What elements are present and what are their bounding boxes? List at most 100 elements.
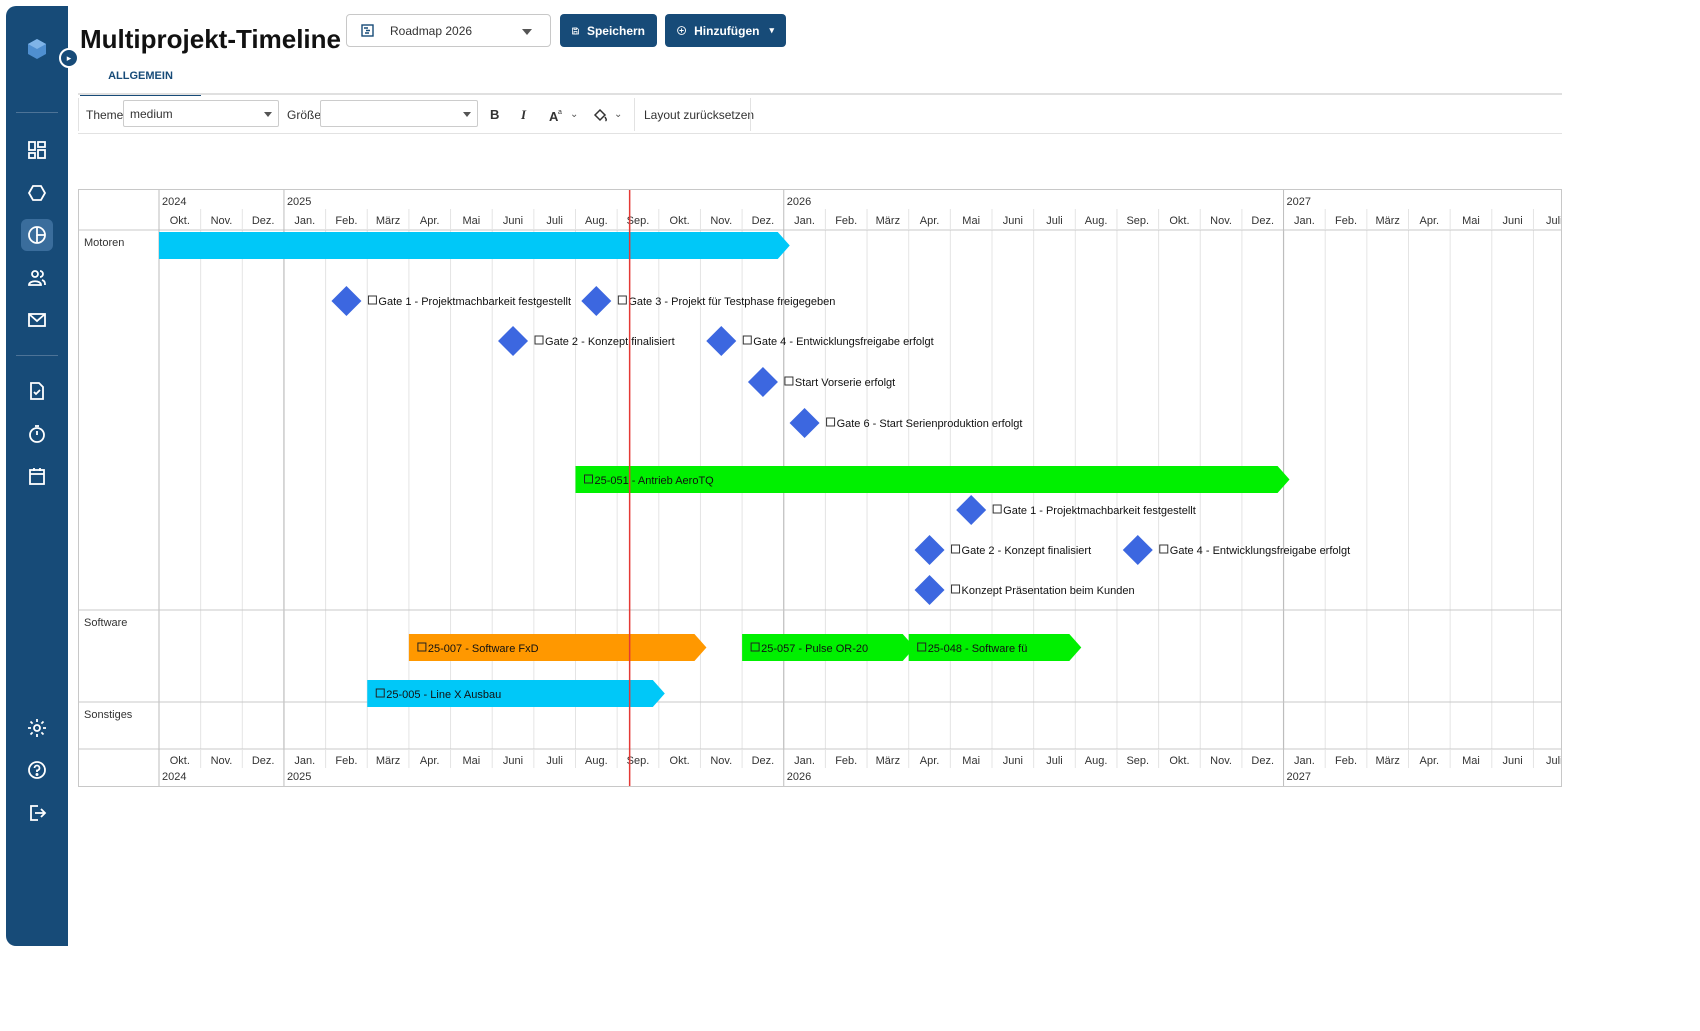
month-label: Dez.: [252, 215, 275, 227]
year-label: 2025: [287, 196, 311, 208]
milestone-label: Gate 4 - Entwicklungsfreigabe erfolgt: [1170, 545, 1350, 557]
month-label: März: [376, 755, 400, 767]
year-label: 2027: [1287, 196, 1311, 208]
bold-button[interactable]: B: [490, 107, 500, 122]
sidebar-toggle-button[interactable]: ▸: [59, 48, 79, 68]
external-link-icon: [417, 642, 427, 652]
month-label: Apr.: [920, 215, 940, 227]
month-label: Okt.: [670, 215, 690, 227]
month-label: Sep.: [627, 215, 650, 227]
month-label: Aug.: [585, 215, 608, 227]
stopwatch-icon[interactable]: [21, 418, 53, 450]
italic-button[interactable]: I: [521, 106, 527, 122]
external-link-icon: [826, 417, 836, 427]
month-label: Jan.: [794, 215, 815, 227]
help-icon[interactable]: [21, 754, 53, 786]
save-icon: [572, 27, 579, 34]
logout-icon[interactable]: [21, 797, 53, 829]
month-label: Nov.: [1210, 215, 1232, 227]
external-link-icon: [742, 335, 752, 345]
hexagon-icon[interactable]: [21, 177, 53, 209]
month-label: Nov.: [710, 215, 732, 227]
month-label: Juli: [546, 215, 563, 227]
svg-text:A: A: [549, 109, 559, 123]
bar-label: 25-007 - Software FxD: [428, 643, 539, 655]
month-label: Mai: [1462, 755, 1480, 767]
month-label: Okt.: [1169, 755, 1189, 767]
month-label: Aug.: [585, 755, 608, 767]
year-label: 2024: [162, 196, 186, 208]
external-link-icon: [1159, 544, 1169, 554]
month-label: Aug.: [1085, 755, 1108, 767]
milestone-diamond: [498, 326, 529, 356]
milestone-diamond: [914, 535, 945, 565]
month-label: Apr.: [920, 755, 940, 767]
month-label: März: [376, 215, 400, 227]
chevron-down-icon: ⌄: [570, 109, 579, 120]
month-label: Okt.: [670, 755, 690, 767]
size-select[interactable]: [320, 100, 478, 127]
calendar-icon[interactable]: [21, 460, 53, 492]
external-link-icon: [375, 688, 385, 698]
month-label: Mai: [962, 755, 980, 767]
page-title: Multiprojekt-Timeline: [80, 24, 341, 54]
roadmap-select[interactable]: Roadmap 2026: [346, 14, 551, 47]
pie-chart-icon[interactable]: [21, 219, 53, 251]
add-button[interactable]: Hinzufügen ▾: [665, 14, 786, 47]
toolbar-divider: [750, 98, 751, 131]
month-label: Juli: [1546, 215, 1561, 227]
milestone-diamond: [789, 408, 820, 438]
external-link-icon: [584, 474, 593, 484]
add-label: Hinzufügen: [694, 23, 760, 38]
milestone-label: Gate 2 - Konzept finalisiert: [545, 336, 675, 348]
month-label: Apr.: [420, 215, 440, 227]
timeline-bar: [408, 634, 707, 661]
chevron-down-icon: [264, 112, 272, 117]
month-label: Nov.: [710, 755, 732, 767]
mail-icon[interactable]: [21, 304, 53, 336]
month-label: Sep.: [1126, 215, 1149, 227]
month-label: Nov.: [211, 755, 233, 767]
tab-general[interactable]: ALLGEMEIN: [80, 68, 201, 96]
users-icon[interactable]: [21, 262, 53, 294]
bar-label: 25-057 - Pulse OR-20: [761, 643, 868, 655]
month-label: Mai: [463, 215, 481, 227]
size-label: Größe: [287, 107, 322, 122]
external-link-icon: [750, 642, 760, 652]
settings-icon[interactable]: [21, 712, 53, 744]
external-link-icon: [951, 584, 961, 594]
fill-color-button[interactable]: ⌄: [592, 96, 622, 133]
month-label: Dez.: [252, 755, 275, 767]
milestone-diamond: [706, 326, 737, 356]
chevron-down-icon: ⌄: [614, 109, 623, 120]
toolbar-divider: [634, 98, 635, 131]
external-link-icon: [784, 376, 794, 386]
month-label: Jan.: [294, 755, 315, 767]
month-label: Apr.: [1420, 215, 1440, 227]
timeline-bar: [908, 634, 1082, 661]
month-label: Dez.: [752, 215, 775, 227]
dashboard-icon[interactable]: [21, 134, 53, 166]
sidebar-divider: [16, 112, 58, 113]
milestone-label: Gate 1 - Projektmachbarkeit festgestellt: [1003, 505, 1196, 517]
external-link-icon: [367, 295, 377, 305]
milestone-label: Gate 3 - Projekt für Testphase freigegeb…: [628, 296, 835, 308]
caret-down-icon: ▾: [769, 25, 774, 35]
month-label: Juni: [503, 755, 523, 767]
save-button[interactable]: Speichern: [560, 14, 657, 47]
theme-select[interactable]: medium: [123, 100, 279, 127]
month-label: Juli: [1546, 755, 1561, 767]
month-label: Juni: [503, 215, 523, 227]
save-label: Speichern: [586, 23, 645, 38]
month-label: Juli: [1046, 755, 1063, 767]
reset-layout-button[interactable]: Layout zurücksetzen: [644, 107, 755, 122]
month-label: Juni: [1003, 215, 1023, 227]
month-label: März: [876, 215, 900, 227]
month-label: Sep.: [627, 755, 650, 767]
group-label: Software: [84, 617, 127, 629]
milestone-label: Gate 6 - Start Serienproduktion erfolgt: [837, 418, 1023, 430]
document-check-icon[interactable]: [21, 375, 53, 407]
month-label: Dez.: [752, 755, 775, 767]
